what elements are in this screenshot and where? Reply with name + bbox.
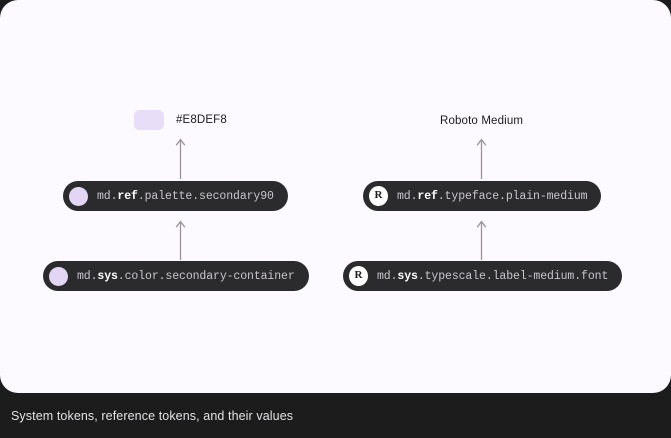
chip-prefix: md.: [77, 269, 98, 283]
typeface-value-label: Roboto Medium: [440, 115, 524, 127]
font-badge-icon: R: [369, 186, 388, 206]
chip-ref-palette-secondary90[interactable]: md.ref.palette.secondary90: [63, 181, 288, 211]
color-swatch: [134, 110, 164, 130]
color-value-label: #E8DEF8: [176, 114, 227, 126]
color-dot-icon: [49, 266, 68, 286]
chip-emphasis: sys: [397, 269, 418, 283]
chip-prefix: md.: [97, 189, 118, 203]
color-value-row: #E8DEF8: [134, 109, 227, 131]
caption-text: System tokens, reference tokens, and the…: [11, 408, 294, 423]
chip-label-ref-typeface: md.ref.typeface.plain-medium: [397, 189, 588, 203]
chip-suffix: .color.secondary-container: [117, 269, 295, 283]
chip-suffix: .typescale.label-medium.font: [417, 269, 609, 283]
chip-suffix: .typeface.plain-medium: [437, 189, 588, 203]
chip-sys-typescale-label-medium-font[interactable]: R md.sys.typescale.label-medium.font: [343, 261, 623, 291]
chip-prefix: md.: [377, 269, 398, 283]
token-diagram-card: #E8DEF8 md.ref.palette.secondary90 md.sy…: [0, 0, 671, 393]
chip-emphasis: sys: [97, 269, 118, 283]
typeface-value-row: Roboto Medium: [440, 110, 523, 132]
caption-bar: System tokens, reference tokens, and the…: [0, 393, 671, 438]
color-dot-icon: [69, 186, 88, 206]
chip-emphasis: ref: [417, 189, 438, 203]
chip-emphasis: ref: [117, 189, 138, 203]
chip-suffix: .palette.secondary90: [137, 189, 274, 203]
chip-label-sys-typeface: md.sys.typescale.label-medium.font: [377, 270, 608, 283]
font-badge-icon: R: [349, 266, 368, 286]
chip-label-sys-color: md.sys.color.secondary-container: [77, 270, 295, 283]
chip-prefix: md.: [397, 189, 418, 203]
arrow-sys-to-ref-typeface: [475, 219, 488, 260]
arrow-sys-to-ref-color: [174, 219, 187, 260]
chip-ref-typeface-plain-medium[interactable]: R md.ref.typeface.plain-medium: [363, 181, 602, 211]
arrow-ref-to-value-color: [174, 137, 187, 179]
chip-sys-color-secondary-container[interactable]: md.sys.color.secondary-container: [43, 261, 309, 291]
chip-label-ref-color: md.ref.palette.secondary90: [97, 190, 274, 203]
arrow-ref-to-value-typeface: [475, 137, 488, 179]
